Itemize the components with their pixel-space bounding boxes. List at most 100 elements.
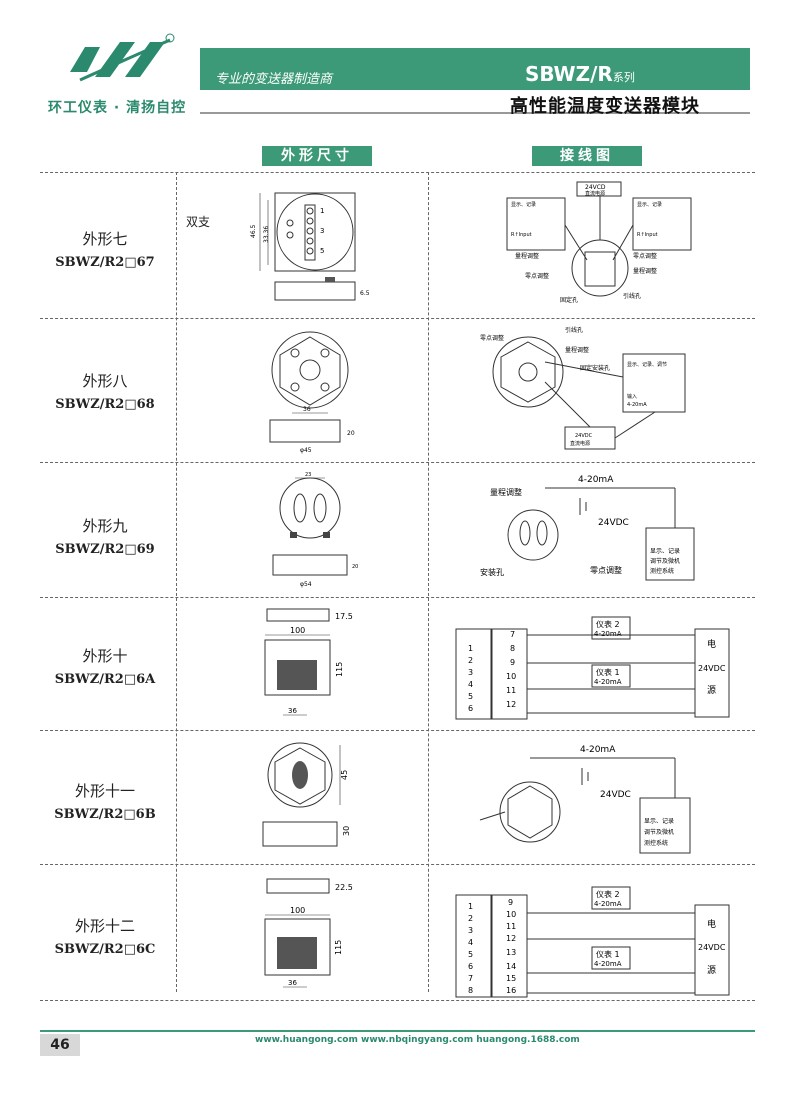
svg-text:7: 7 [468,974,473,983]
wiring-heading: 接线图 [532,146,642,166]
svg-text:电: 电 [707,638,716,650]
dual-note: 双支 [186,215,211,229]
svg-text:36: 36 [288,979,297,987]
svg-text:零点调整: 零点调整 [633,252,657,260]
svg-text:量程调整: 量程调整 [565,346,589,354]
grid-line [40,318,755,319]
svg-text:24VCD: 24VCD [585,184,606,191]
svg-text:源: 源 [707,965,716,976]
svg-text:仪表 1: 仪表 1 [596,667,620,677]
svg-text:测控系统: 测控系统 [644,839,668,847]
svg-text:引线孔: 引线孔 [623,292,641,300]
svg-text:10: 10 [506,910,516,919]
svg-text:显示、记录: 显示、记录 [637,201,662,208]
svg-text:仪表 2: 仪表 2 [596,619,620,629]
dimension-diagram-11: 45 30 [262,742,351,847]
svg-text:显示、记录: 显示、记录 [650,547,680,555]
svg-text:仪表 2: 仪表 2 [596,889,620,899]
svg-text:调节及微机: 调节及微机 [644,828,674,836]
svg-text:调节及微机: 调节及微机 [650,557,680,565]
svg-text:直流电源: 直流电源 [570,440,590,447]
svg-text:24VDC: 24VDC [575,433,593,439]
svg-text:9: 9 [508,898,513,907]
svg-text:30: 30 [342,826,351,836]
svg-text:R↑Input: R↑Input [511,232,532,238]
dimension-diagram-10: 17.5 100 115 36 [264,608,353,716]
grid-line [40,172,755,173]
svg-text:量程调整: 量程调整 [515,252,539,260]
footer-divider [40,1030,755,1032]
svg-text:6: 6 [468,704,473,713]
series-title: SBWZ/R系列 [525,62,635,86]
svg-text:115: 115 [334,940,343,955]
svg-text:4-20mA: 4-20mA [594,678,622,686]
svg-text:12: 12 [506,934,516,943]
svg-text:6: 6 [468,962,473,971]
svg-text:24VDC: 24VDC [698,664,726,673]
svg-text:电: 电 [707,918,716,930]
wiring-diagram-12: 1 2 3 4 5 6 7 8 9 10 11 12 13 14 15 16 仪… [455,886,730,998]
svg-text:仪表 1: 仪表 1 [596,949,620,959]
svg-text:5: 5 [320,247,324,255]
company-logo [70,33,175,82]
dimension-diagram-8: 36 20 φ45 [269,331,355,454]
svg-text:4-20mA: 4-20mA [594,960,622,968]
svg-text:23: 23 [305,472,311,478]
svg-text:45: 45 [340,770,349,780]
svg-text:1: 1 [320,207,324,215]
svg-text:24VDC: 24VDC [698,943,726,952]
dimension-diagram-12: 22.5 100 115 36 [264,878,353,988]
svg-text:固定安装孔: 固定安装孔 [580,364,610,372]
svg-text:100: 100 [290,626,305,635]
svg-text:量程调整: 量程调整 [490,487,522,497]
header-divider [200,112,750,114]
svg-text:φ54: φ54 [300,581,312,588]
svg-text:16: 16 [506,986,516,995]
svg-text:4-20mA: 4-20mA [627,402,647,408]
svg-text:33.36: 33.36 [263,226,270,243]
svg-text:4-20mA: 4-20mA [594,900,622,908]
svg-text:输入: 输入 [627,393,637,400]
svg-text:固定孔: 固定孔 [560,296,578,304]
svg-text:8: 8 [510,644,515,653]
svg-text:8: 8 [468,986,473,995]
svg-text:11: 11 [506,686,516,695]
svg-text:3: 3 [468,926,473,935]
svg-text:9: 9 [510,658,515,667]
svg-text:36: 36 [303,406,311,413]
svg-text:20: 20 [352,564,358,570]
grid-line [40,597,755,598]
company-name: 环工仪表 · 清扬自控 [48,100,187,116]
svg-text:11: 11 [506,922,516,931]
page-header: 环工仪表 · 清扬自控 专业的变送器制造商 SBWZ/R系列 高性能温度变送器模… [0,0,800,130]
svg-text:5: 5 [468,692,473,701]
svg-text:24VDC: 24VDC [598,518,629,528]
svg-text:22.5: 22.5 [335,883,353,892]
svg-text:量程调整: 量程调整 [633,267,657,275]
header-banner [200,48,750,90]
svg-text:10: 10 [506,672,516,681]
svg-text:3: 3 [468,668,473,677]
svg-text:20: 20 [347,430,355,437]
svg-text:46.5: 46.5 [250,224,257,238]
svg-text:引线孔: 引线孔 [565,326,583,334]
product-title: 高性能温度变送器模块 [510,96,700,117]
grid-line [40,730,755,731]
footer-urls: www.huangong.com www.nbqingyang.com huan… [255,1035,580,1045]
slogan: 专业的变送器制造商 [215,72,333,87]
svg-text:4: 4 [468,680,473,689]
svg-text:7: 7 [510,630,515,639]
svg-text:R↑Input: R↑Input [637,232,658,238]
svg-text:1: 1 [468,644,473,653]
grid-line [176,172,177,992]
svg-text:源: 源 [707,685,716,696]
svg-text:6.5: 6.5 [360,290,370,297]
svg-text:13: 13 [506,948,516,957]
dimension-diagram-7: 1 3 5 46.5 33.36 6.5 [250,192,370,301]
